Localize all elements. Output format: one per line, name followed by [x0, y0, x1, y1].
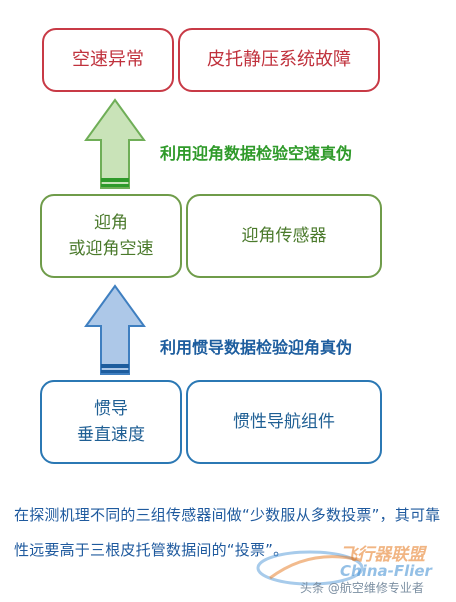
ins-vertical-speed-box: 惯导 垂直速度: [40, 380, 182, 464]
verify-airspeed-label: 利用迎角数据检验空速真伪: [160, 144, 353, 163]
inertial-nav-unit-box: 惯性导航组件: [186, 380, 382, 464]
blue-up-arrow: [84, 284, 146, 375]
explanation-paragraph: 在探测机理不同的三组传感器间做“少数服从多数投票”，其可靠性远要高于三根皮托管数…: [14, 506, 441, 559]
airspeed-abnormal-label: 空速异常: [72, 49, 144, 71]
aoa-sensor-box: 迎角传感器: [186, 194, 382, 278]
inertial-nav-unit-label: 惯性导航组件: [233, 411, 335, 432]
aoa-box: 迎角 或迎角空速: [40, 194, 182, 278]
aoa-sensor-label: 迎角传感器: [241, 225, 327, 246]
aoa-line1: 迎角: [94, 212, 128, 233]
pitot-static-failure-label: 皮托静压系统故障: [207, 49, 351, 71]
china-flier-logo-icon: [256, 550, 364, 586]
watermark-logo-cn: 飞行器联盟: [340, 545, 425, 565]
ins-line2: 垂直速度: [77, 425, 145, 445]
source-box-pitot-static-failure: 皮托静压系统故障: [178, 28, 380, 92]
aoa-line2: 或迎角空速: [68, 239, 154, 259]
watermark-source: 头条 @航空维修专业者: [300, 581, 424, 595]
verify-aoa-label: 利用惯导数据检验迎角真伪: [160, 338, 353, 357]
green-up-arrow: [84, 98, 146, 189]
ins-line1: 惯导: [94, 398, 128, 419]
watermark-logo-en: China-Flier: [340, 562, 432, 580]
symptom-box-airspeed-abnormal: 空速异常: [42, 28, 174, 92]
